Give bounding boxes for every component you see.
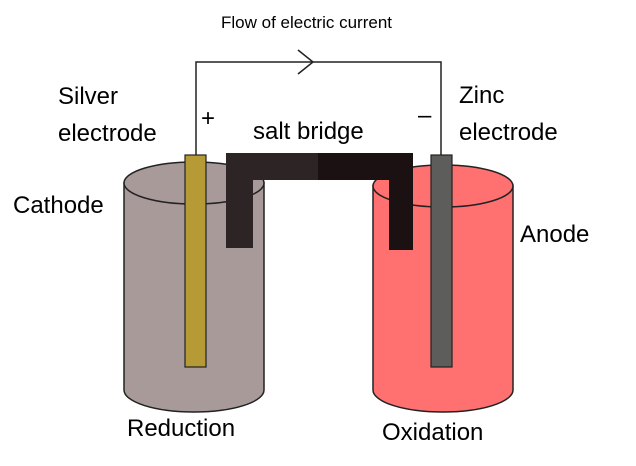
external-wire (195, 61, 442, 155)
anode-label: Anode (520, 221, 589, 248)
silver-electrode (184, 154, 207, 368)
silver-label-line1: Silver (58, 83, 118, 110)
negative-terminal-sign: – (418, 102, 432, 129)
current-direction-arrow-icon (297, 49, 315, 75)
zinc-label-line2: electrode (459, 119, 558, 146)
salt-bridge-label: salt bridge (253, 118, 364, 145)
current-flow-label: Flow of electric current (221, 13, 392, 32)
reduction-label: Reduction (127, 415, 235, 442)
oxidation-label: Oxidation (382, 419, 483, 446)
zinc-electrode (430, 154, 453, 368)
cathode-label: Cathode (13, 192, 104, 219)
zinc-label-line1: Zinc (459, 82, 504, 109)
silver-label-line2: electrode (58, 120, 157, 147)
salt-bridge (226, 153, 413, 250)
salt-bridge-left-half (226, 153, 318, 248)
positive-terminal-sign: + (201, 105, 215, 132)
salt-bridge-right-half (318, 153, 413, 250)
